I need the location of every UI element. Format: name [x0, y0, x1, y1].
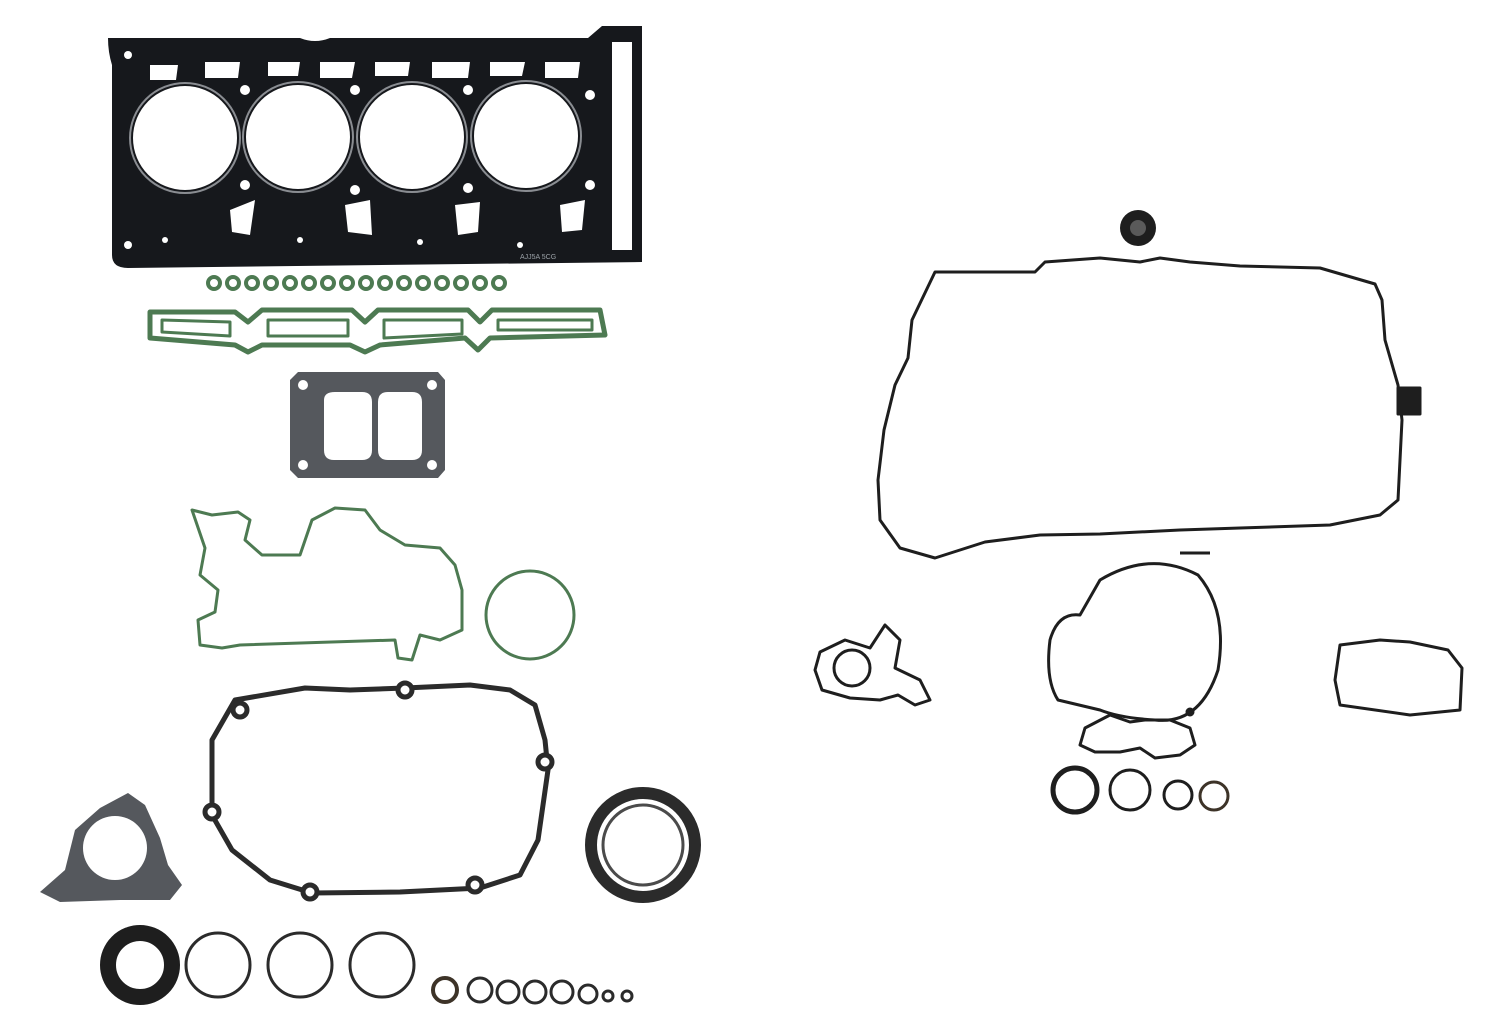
- front-crank-seal: [100, 925, 180, 1005]
- cooling-module-gasket: [190, 506, 464, 662]
- intake-manifold-gasket: [147, 307, 608, 355]
- oil-cooler-gasket-right: [1333, 638, 1464, 717]
- oil-pump-gasket: [1047, 551, 1222, 722]
- o-ring-green: [484, 569, 576, 661]
- o-ring-row-right: [1050, 765, 1230, 815]
- cap-seal: [1120, 210, 1156, 246]
- sensor-gasket: [1078, 707, 1197, 760]
- throttle-body-gasket: [290, 372, 445, 478]
- o-ring-row: [184, 931, 634, 1005]
- valve-stem-seals: [206, 275, 507, 291]
- oil-cooler-gasket-left: [813, 623, 932, 707]
- timing-cover-gasket: [202, 680, 555, 902]
- oil-pan-gasket: [876, 256, 1422, 560]
- vacuum-pump-gasket: [40, 793, 182, 902]
- cylinder-head-gasket: AJJ5A 5CG: [108, 26, 642, 268]
- rear-crank-seal: [585, 787, 701, 903]
- head-gasket-stamp: AJJ5A 5CG: [520, 254, 556, 261]
